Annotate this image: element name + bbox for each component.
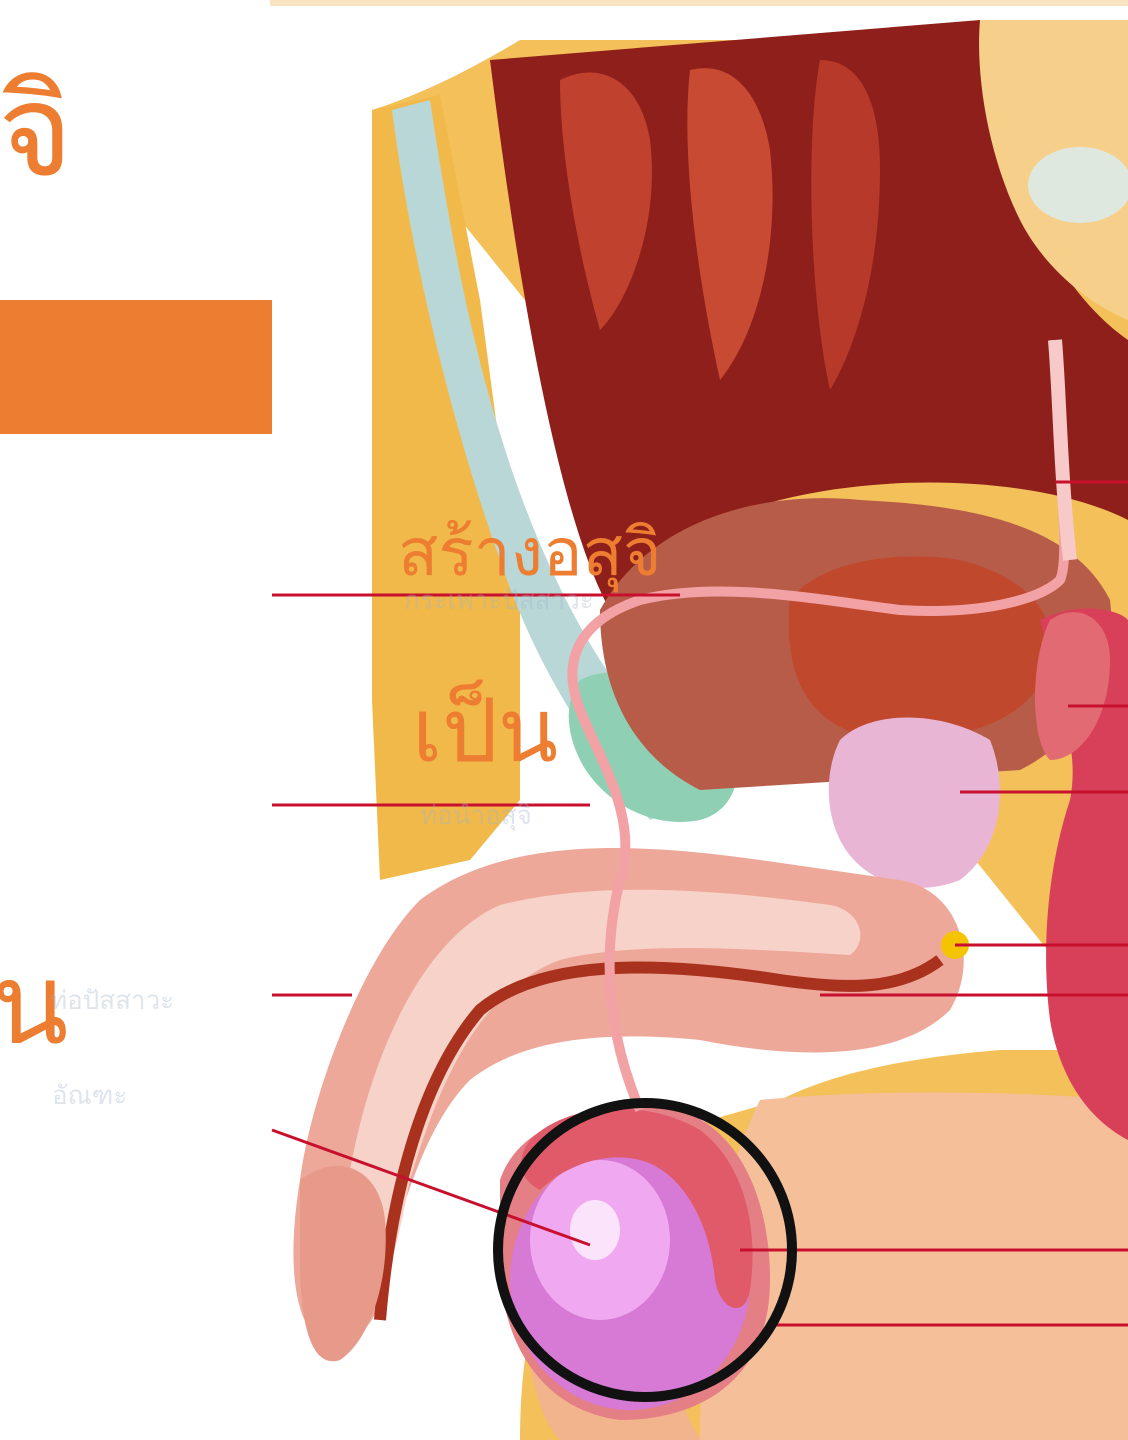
- faint-label-vas: ท่อนำอสุจิ: [420, 795, 532, 836]
- prostate: [829, 718, 1000, 888]
- orange-banner: [0, 300, 272, 434]
- vertebral-disc: [1028, 147, 1128, 223]
- testis-glow: [570, 1200, 620, 1260]
- glans: [300, 1166, 386, 1361]
- text-line-2: เป็น: [412, 660, 558, 800]
- faint-label-bladder: กระเพาะปัสสาวะ: [404, 580, 594, 621]
- faint-label-testis: อัณฑะ: [52, 1075, 127, 1116]
- faint-label-urethra: ท่อปัสสาวะ: [50, 980, 174, 1021]
- slide-heading: ุจิ: [0, 68, 73, 196]
